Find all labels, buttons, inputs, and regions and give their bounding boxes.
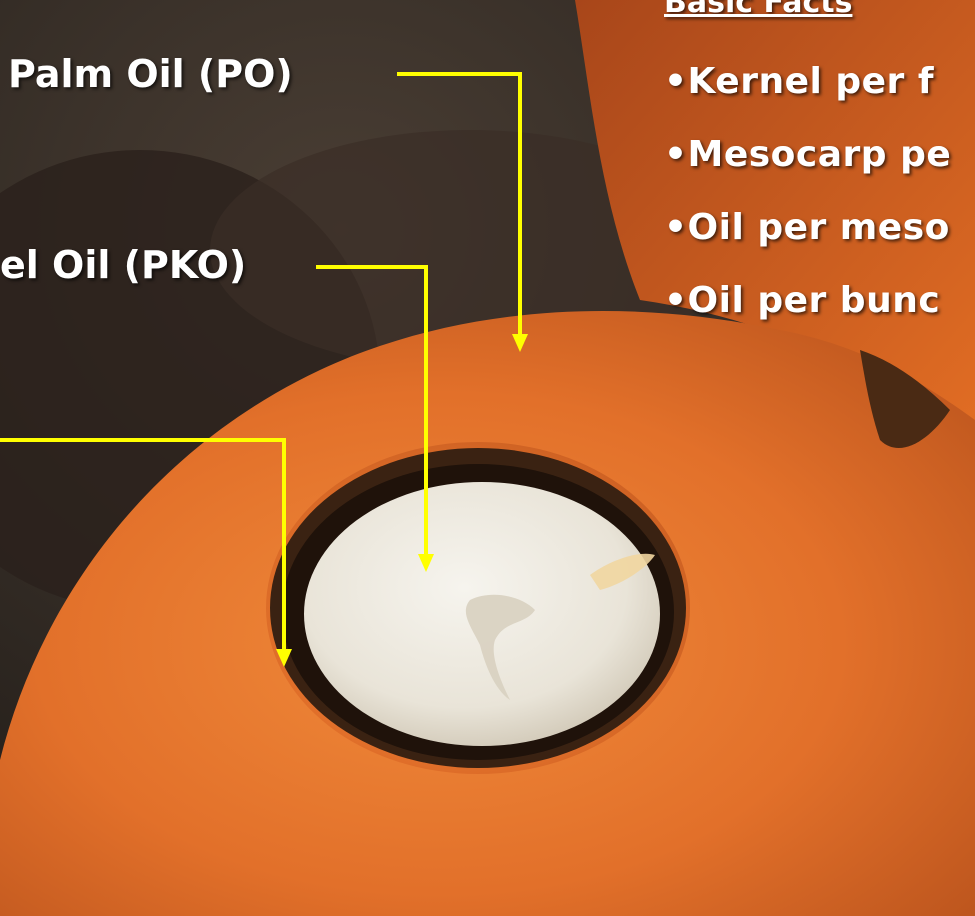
fact-item-kernel: •Kernel per f bbox=[664, 60, 934, 104]
fact-item-oil-per-bunch: •Oil per bunc bbox=[664, 279, 940, 323]
palm-oil-label: Palm Oil (PO) bbox=[8, 52, 293, 96]
kernel-oil-arrowhead bbox=[418, 554, 434, 572]
palm-oil-leader-line bbox=[397, 74, 520, 340]
fact-item-mesocarp: •Mesocarp pe bbox=[664, 133, 951, 177]
fact-item-oil-per-mesocarp: •Oil per meso bbox=[664, 206, 950, 250]
shell-leader-line bbox=[0, 440, 284, 655]
basic-facts-heading: Basic Facts bbox=[664, 0, 852, 20]
palm-oil-arrowhead bbox=[512, 334, 528, 352]
kernel-oil-leader-line bbox=[316, 267, 426, 560]
shell-arrowhead bbox=[276, 649, 292, 667]
palm-kernel-oil-label: el Oil (PKO) bbox=[0, 243, 246, 287]
